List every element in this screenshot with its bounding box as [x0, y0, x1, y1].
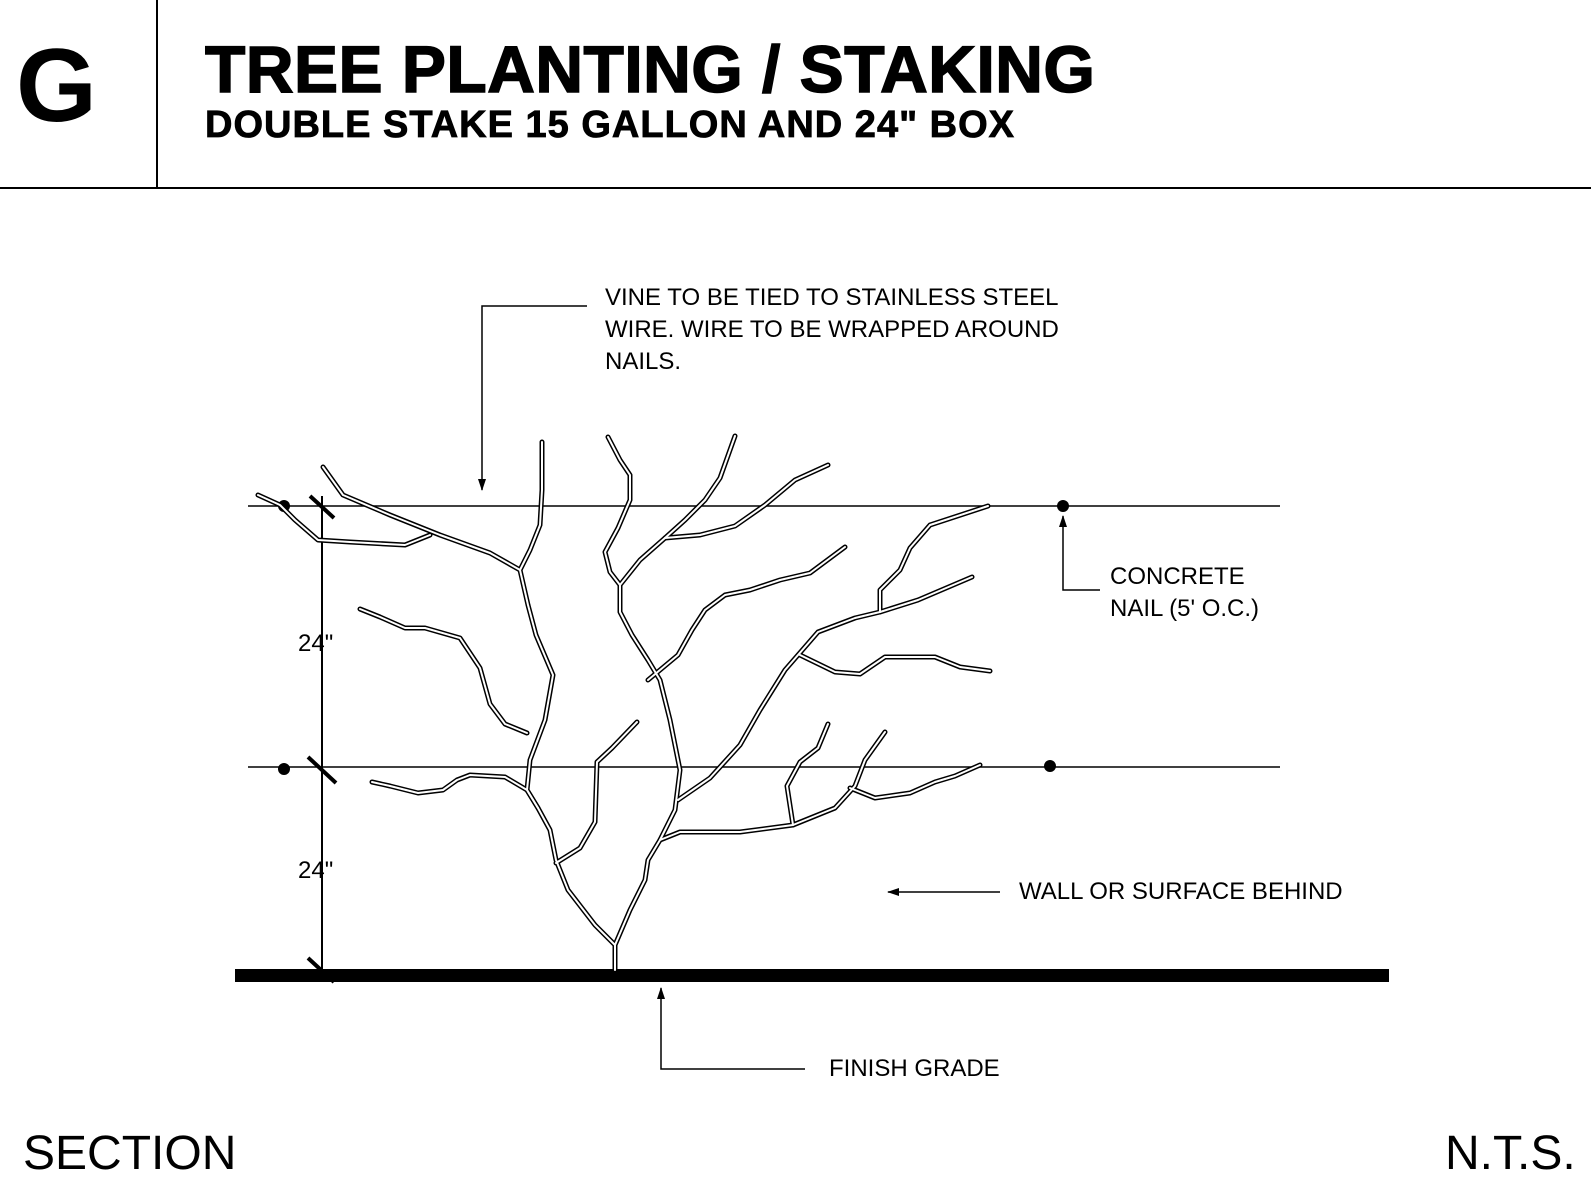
vine-note-leader [478, 305, 587, 491]
view-label: SECTION [23, 1127, 237, 1180]
detail-letter-cell: G [0, 0, 158, 189]
vine-note-line-3: NAILS. [605, 348, 682, 375]
title-block: G TREE PLANTING / STAKING DOUBLE STAKE 1… [0, 0, 1591, 189]
vine-note-line-2: WIRE. WIRE TO BE WRAPPED AROUND [605, 316, 1059, 343]
vine-note-line-1: VINE TO BE TIED TO STAINLESS STEEL [605, 284, 1059, 311]
leader-lines [478, 305, 1100, 1070]
espalier-section-diagram [235, 305, 1389, 1070]
grade-note: FINISH GRADE [829, 1055, 1000, 1082]
drawing-subtitle: DOUBLE STAKE 15 GALLON AND 24" BOX [205, 104, 1015, 146]
dimension-line [306, 494, 338, 984]
drawing-title: TREE PLANTING / STAKING [204, 32, 1096, 106]
nail-note: CONCRETE NAIL (5' O.C.) [1110, 561, 1259, 625]
nail-note-leader [1059, 515, 1100, 591]
vine-note: VINE TO BE TIED TO STAINLESS STEEL WIRE.… [605, 282, 1059, 378]
vine-illustration [255, 433, 993, 973]
dimension-upper: 24" [298, 630, 334, 657]
nail-note-line-2: NAIL (5' O.C.) [1110, 595, 1260, 622]
nail-note-line-1: CONCRETE [1110, 563, 1245, 590]
wall-note: WALL OR SURFACE BEHIND [1019, 878, 1343, 905]
scale-label: N.T.S. [1445, 1127, 1576, 1180]
finish-grade-line [235, 969, 1389, 982]
detail-letter: G [16, 28, 97, 144]
grade-note-leader [657, 987, 805, 1070]
dimension-lower: 24" [298, 857, 334, 884]
